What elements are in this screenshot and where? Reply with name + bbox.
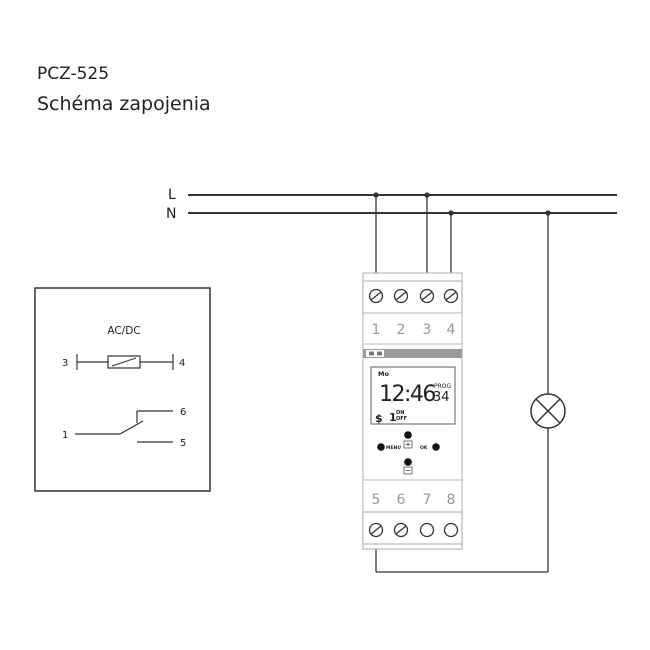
diagram-subtitle: Schéma zapojenia xyxy=(37,93,211,115)
coil-diagonal xyxy=(111,357,137,367)
lcd-day: Mo xyxy=(378,370,389,378)
terminal-number: 2 xyxy=(397,322,406,338)
lcd-channel-icon: $ xyxy=(375,412,383,425)
coil-terminal-3: 3 xyxy=(62,358,68,369)
lcd-display xyxy=(370,366,456,425)
supply-label: AC/DC xyxy=(107,325,140,337)
lcd-channel: 1 xyxy=(389,411,397,424)
terminal-number: 5 xyxy=(372,492,381,508)
coil-terminal-4: 4 xyxy=(179,358,185,369)
lcd-time: 12:46 xyxy=(379,382,435,407)
lcd-on-label: ON xyxy=(396,410,404,416)
contact-blade xyxy=(119,420,144,435)
lcd-prog-number: 34 xyxy=(433,390,450,405)
terminal-number: 1 xyxy=(372,322,381,338)
phase-label: L xyxy=(168,187,176,203)
lamp-icon xyxy=(530,393,566,429)
bottom-terminal-screws xyxy=(368,522,459,538)
terminal-number: 7 xyxy=(423,492,432,508)
menu-label: MENU xyxy=(386,445,401,451)
terminal-number: 3 xyxy=(423,322,432,338)
up-button[interactable] xyxy=(404,431,412,439)
lcd-off-label: OFF xyxy=(396,416,407,422)
ok-label: OK xyxy=(420,445,428,451)
terminal-number: 8 xyxy=(447,492,456,508)
terminal-number: 6 xyxy=(397,492,406,508)
contact-terminal-1: 1 xyxy=(62,430,68,441)
ok-button[interactable] xyxy=(432,443,440,451)
contact-terminal-5: 5 xyxy=(180,438,186,449)
model-title: PCZ-525 xyxy=(37,64,110,84)
neutral-label: N xyxy=(166,206,176,222)
schematic-box xyxy=(34,287,211,492)
terminal-number: 4 xyxy=(447,322,456,338)
menu-button[interactable] xyxy=(377,443,385,451)
down-button[interactable] xyxy=(404,458,412,466)
contact-terminal-6: 6 xyxy=(180,407,186,418)
lcd-prog-label: PROG xyxy=(434,383,452,390)
top-terminal-screws xyxy=(368,288,459,304)
